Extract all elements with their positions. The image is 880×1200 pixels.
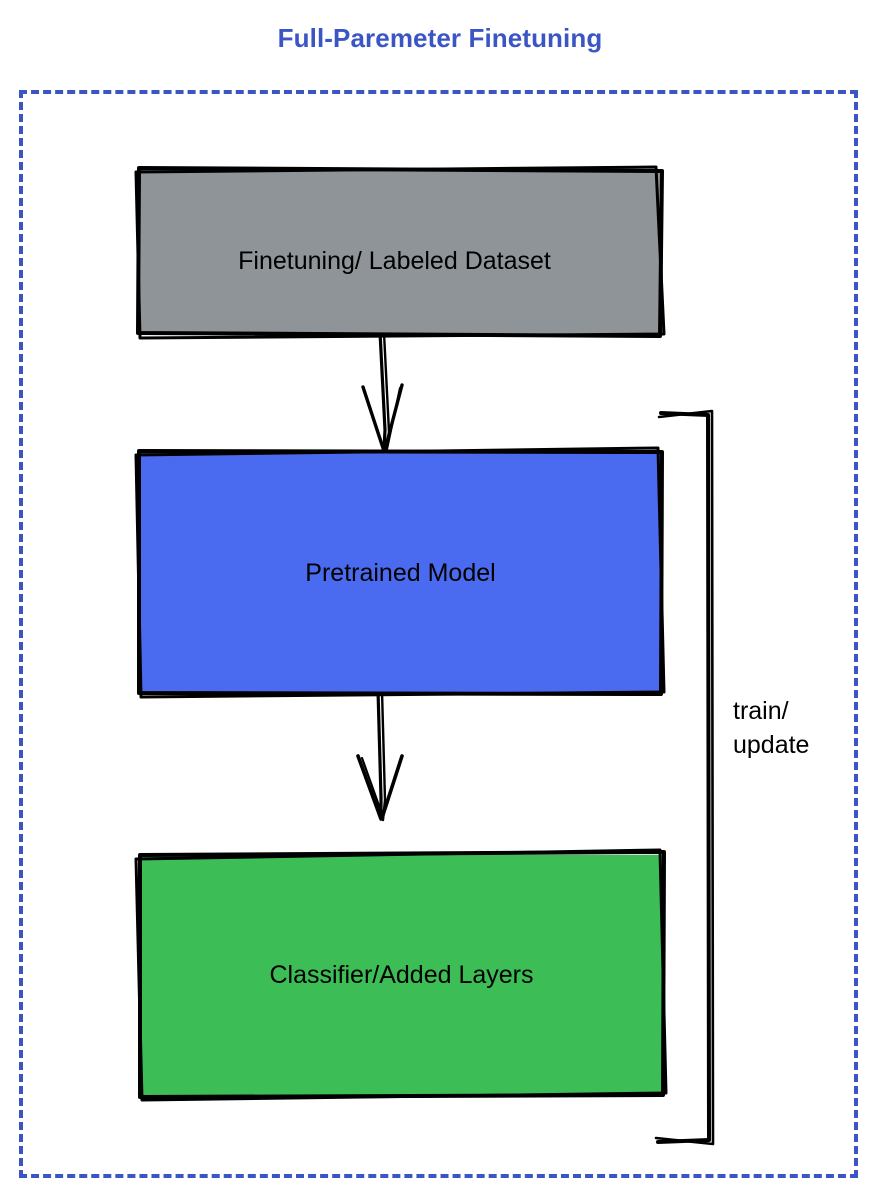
node-pretrained-model[interactable]: Pretrained Model [134,446,666,699]
diagram-outer-frame [19,90,858,1178]
node-label-classifier: Classifier/Added Layers [269,961,534,989]
node-finetuning-labeled-dataset[interactable]: Finetuning/ Labeled Dataset [134,165,666,340]
node-label-dataset: Finetuning/ Labeled Dataset [238,246,551,275]
node-classifier-added-layers[interactable]: Classifier/Added Layers [134,848,668,1102]
diagram-title: Full-Paremeter Finetuning [277,23,603,53]
edge-label-train-update: train/ update [733,697,810,759]
node-label-pretrained: Pretrained Model [305,558,496,587]
